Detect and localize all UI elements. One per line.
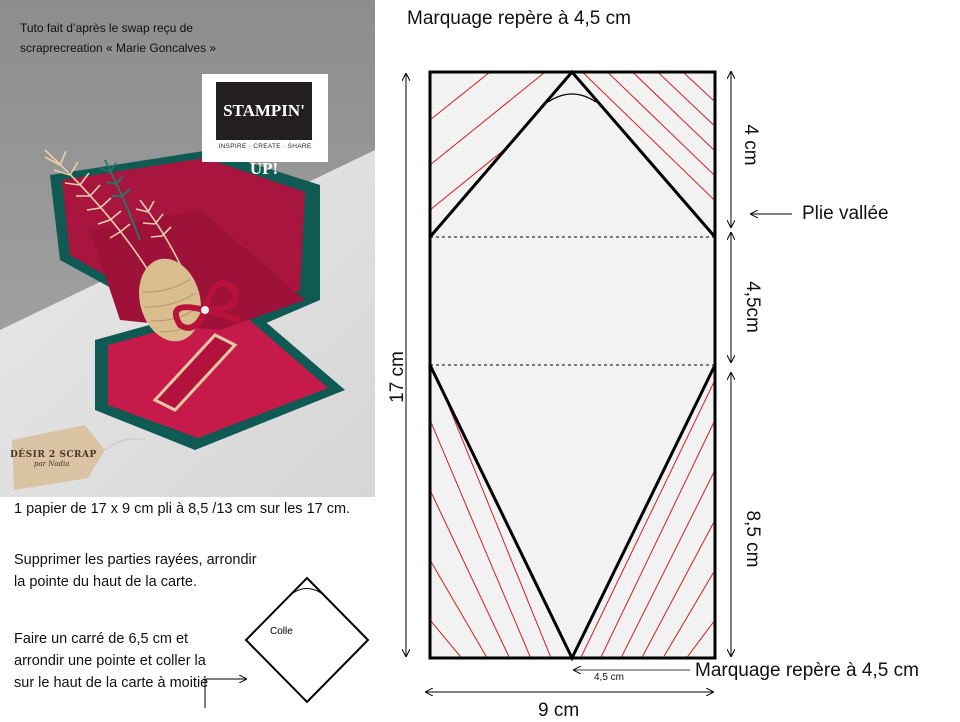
- square-rounded-tip: [292, 588, 322, 594]
- rounded-tip-curve: [547, 93, 597, 103]
- brand-tag: DÉSIR 2 SCRAP par Nadia: [10, 450, 106, 468]
- hatch-bottom-left: [430, 365, 561, 658]
- photo-credit: Tuto fait d’après le swap reçu de scrapr…: [20, 18, 320, 58]
- segment-2-label: 4,5cm: [742, 281, 763, 333]
- mark-top-label: Marquage repère à 4,5 cm: [407, 8, 631, 29]
- height-label: 17 cm: [387, 351, 408, 403]
- width-label: 9 cm: [538, 700, 580, 721]
- instruction-step-3: Faire un carré de 6,5 cm et arrondir une…: [14, 631, 209, 691]
- glue-label: Colle: [270, 626, 293, 637]
- glue-pointer-arrow: [204, 679, 246, 708]
- photo-credit-line-2: scraprecreation « Marie Goncalves »: [20, 41, 217, 55]
- mark-bottom-label: Marquage repère à 4,5 cm: [695, 660, 919, 681]
- bottom-point-cut: [428, 364, 717, 662]
- instruction-step-2: Supprimer les parties rayées, arrondir l…: [14, 552, 257, 590]
- stampin-up-logo: STAMPIN' UP! INSPIRE · CREATE · SHARE: [202, 74, 328, 178]
- segment-1-label: 4 cm: [740, 124, 761, 166]
- brand-tag-subtitle: par Nadia: [34, 460, 70, 468]
- hatch-bottom-right: [572, 379, 715, 658]
- logo-wordmark: STAMPIN' UP!: [216, 82, 312, 178]
- logo-tagline: INSPIRE · CREATE · SHARE: [218, 143, 312, 150]
- card-photo: Tuto fait d’après le swap reçu de scrapr…: [0, 0, 375, 497]
- square-piece: [244, 576, 370, 704]
- fold-label: Plie vallée: [802, 203, 889, 224]
- instruction-step-1: 1 papier de 17 x 9 cm pli à 8,5 /13 cm s…: [14, 501, 351, 517]
- segment-3-label: 8,5 cm: [742, 510, 763, 568]
- bottom-offset-label: 4,5 cm: [594, 672, 625, 683]
- top-point-cut: [428, 69, 717, 238]
- card-sheet: [430, 72, 715, 658]
- brand-tag-title: DÉSIR 2 SCRAP: [10, 450, 97, 460]
- hatch-top-right: [572, 72, 715, 226]
- photo-credit-line-1: Tuto fait d’après le swap reçu de: [20, 21, 193, 35]
